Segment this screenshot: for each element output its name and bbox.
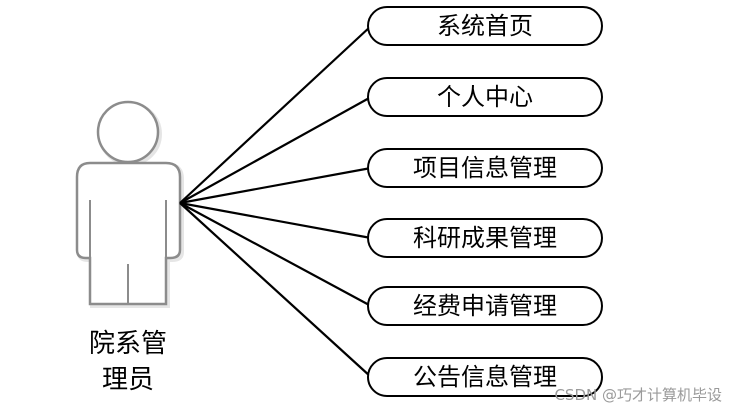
- watermark: CSDN @巧才计算机毕设: [554, 386, 722, 404]
- use-case-label: 系统首页: [437, 12, 533, 40]
- use-case-label: 科研成果管理: [413, 224, 557, 252]
- use-case-oval: [367, 6, 603, 46]
- use-case-oval: [367, 286, 603, 326]
- connector-line-1: [179, 25, 372, 204]
- connector-line-3: [179, 166, 372, 205]
- use-case-oval: [367, 77, 603, 117]
- use-case-oval: [367, 357, 603, 397]
- use-case-label: 个人中心: [437, 83, 533, 111]
- connector-lines: [179, 25, 372, 378]
- actor-body: [75, 161, 182, 306]
- connector-line-6: [179, 202, 372, 378]
- use-case-6[interactable]: 公告信息管理: [367, 357, 603, 397]
- use-case-3[interactable]: 项目信息管理: [367, 148, 603, 188]
- connector-line-4: [179, 201, 372, 240]
- use-case-oval: [367, 148, 603, 188]
- use-case-1[interactable]: 系统首页: [367, 6, 603, 46]
- actor-head: [96, 100, 160, 164]
- connector-line-5: [179, 202, 372, 307]
- actor-figure: [75, 100, 184, 308]
- use-case-label: 公告信息管理: [413, 363, 557, 391]
- use-case-4[interactable]: 科研成果管理: [367, 218, 603, 258]
- use-case-2[interactable]: 个人中心: [367, 77, 603, 117]
- use-case-5[interactable]: 经费申请管理: [367, 286, 603, 326]
- connector-line-2: [179, 96, 372, 204]
- actor-name-line2: 理员: [102, 365, 154, 395]
- use-case-oval: [367, 218, 603, 258]
- use-case-label: 项目信息管理: [413, 154, 557, 182]
- use-case-label: 经费申请管理: [413, 292, 557, 320]
- actor-name-line1: 院系管: [89, 329, 167, 359]
